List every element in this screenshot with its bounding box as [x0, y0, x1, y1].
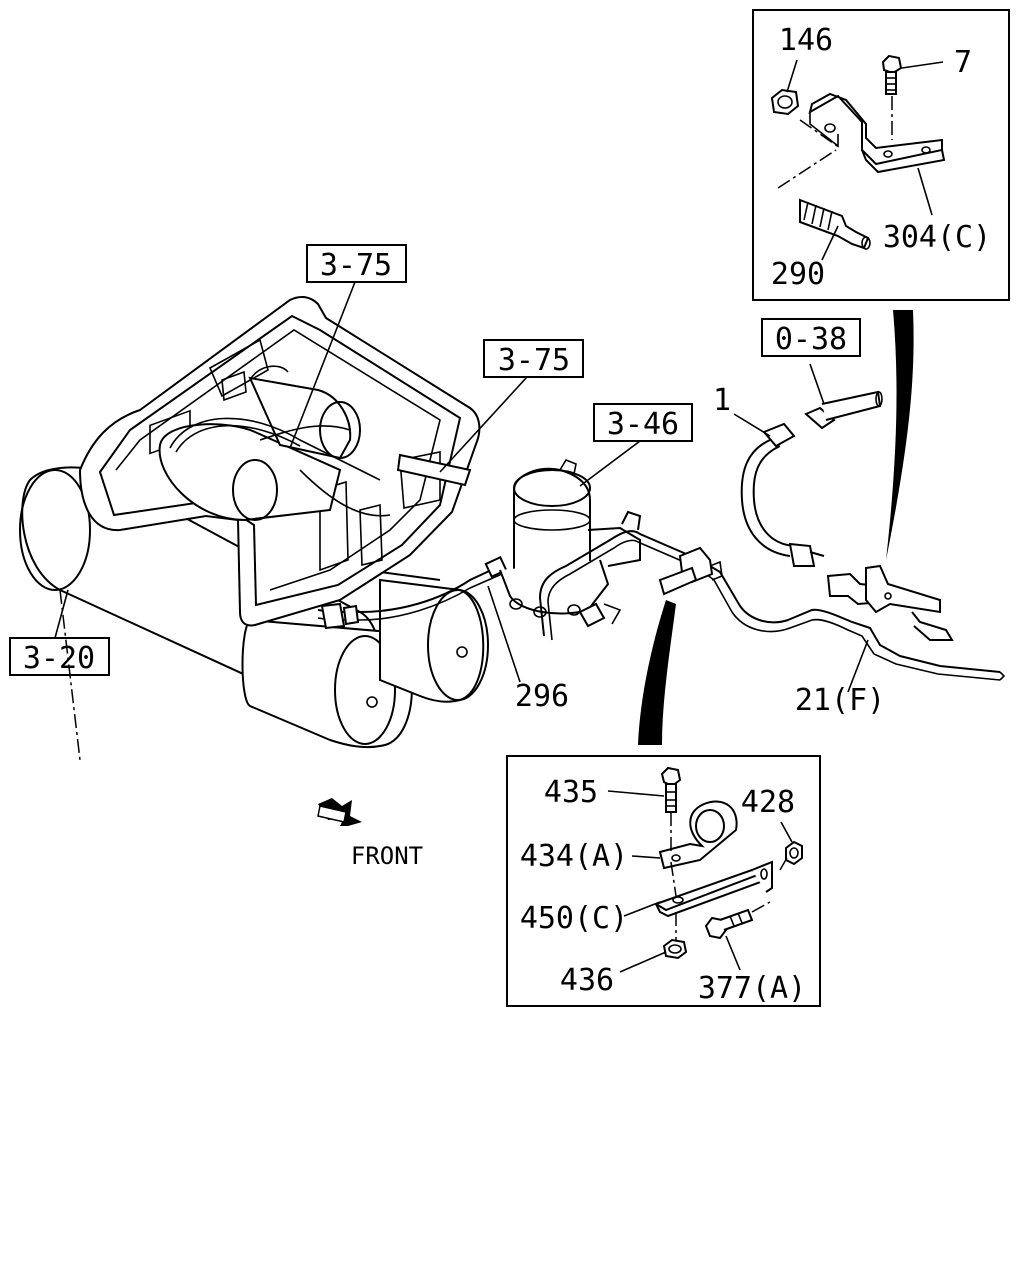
fitting-290 [799, 198, 871, 250]
ref-3-46-label: 3-46 [607, 407, 679, 442]
ref-0-38-label: 0-38 [775, 322, 847, 357]
part-label-377a: 377(A) [698, 971, 806, 1006]
ref-3-75-a-label: 3-75 [320, 248, 392, 283]
bracket-450c [653, 860, 773, 918]
part-label-1: 1 [713, 383, 731, 418]
part-label-21f: 21(F) [795, 683, 885, 718]
nut-428 [785, 840, 803, 866]
part-label-450c: 450(C) [520, 901, 628, 936]
ref-box-3-75-b: 3-75 [439, 339, 584, 473]
callout-wedge-upper [886, 310, 914, 560]
detail-box-bracket [752, 9, 1010, 301]
ref-box-3-75-a: 3-75 [289, 244, 407, 449]
part-label-290: 290 [771, 257, 825, 292]
front-arrow-icon [317, 798, 362, 826]
part-label-434a: 434(A) [520, 839, 628, 874]
hose-296 [317, 555, 521, 683]
tube-21f [538, 510, 1006, 693]
air-dryer [499, 459, 641, 628]
clamp-434a [658, 800, 738, 870]
callout-wedge-lower [638, 600, 676, 745]
detail-box-clamp [506, 755, 821, 1007]
air-tank-assembly [19, 295, 489, 749]
front-label: FRONT [351, 842, 423, 870]
nut-146 [770, 88, 800, 116]
part-label-428: 428 [741, 785, 795, 820]
part-label-436: 436 [560, 963, 614, 998]
ref-box-3-20: 3-20 [9, 589, 110, 676]
ref-box-0-38: 0-38 [761, 318, 861, 357]
bolt-435 [660, 766, 682, 813]
tube-clamp [658, 546, 723, 596]
bolt-7 [881, 54, 903, 95]
bracket-304c [808, 92, 946, 174]
part-label-435: 435 [544, 775, 598, 810]
part-label-146: 146 [779, 23, 833, 58]
bolt-377a [704, 908, 754, 940]
hose-1 [733, 413, 825, 567]
part-label-304c: 304(C) [883, 220, 991, 255]
nut-436 [662, 938, 688, 960]
ref-3-75-b-label: 3-75 [498, 343, 570, 378]
fitting-0-38 [804, 363, 883, 430]
part-label-296: 296 [515, 679, 569, 714]
bulkhead-fitting [826, 564, 954, 641]
ref-3-20-label: 3-20 [23, 641, 95, 676]
ref-box-3-46: 3-46 [579, 403, 693, 487]
part-label-7: 7 [954, 45, 972, 80]
